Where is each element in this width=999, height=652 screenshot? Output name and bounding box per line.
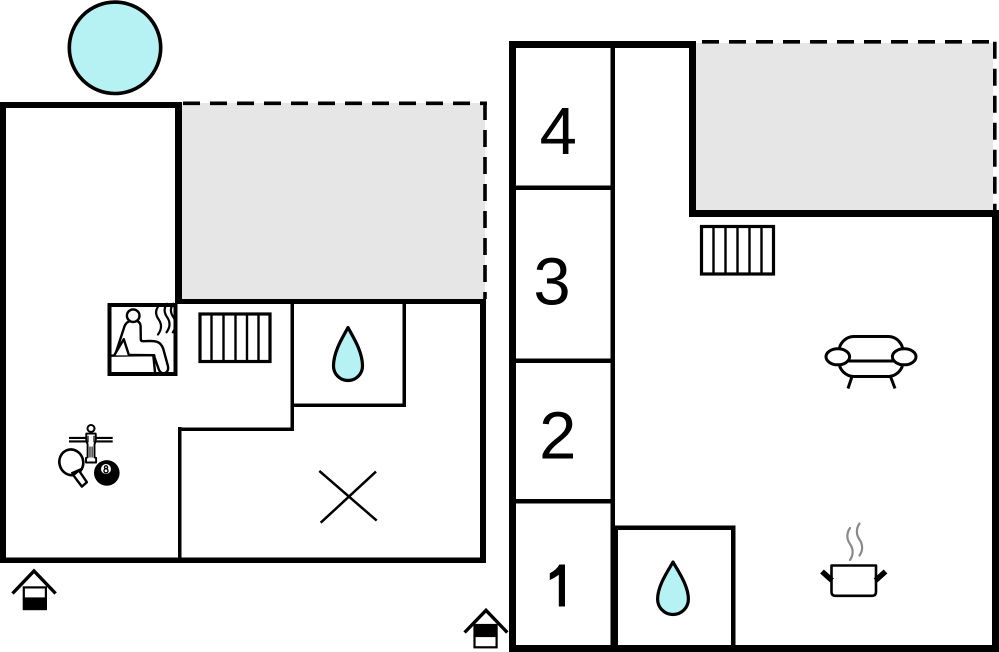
svg-text:2: 2 <box>539 399 576 474</box>
svg-text:3: 3 <box>533 245 570 320</box>
svg-text:4: 4 <box>540 94 577 169</box>
